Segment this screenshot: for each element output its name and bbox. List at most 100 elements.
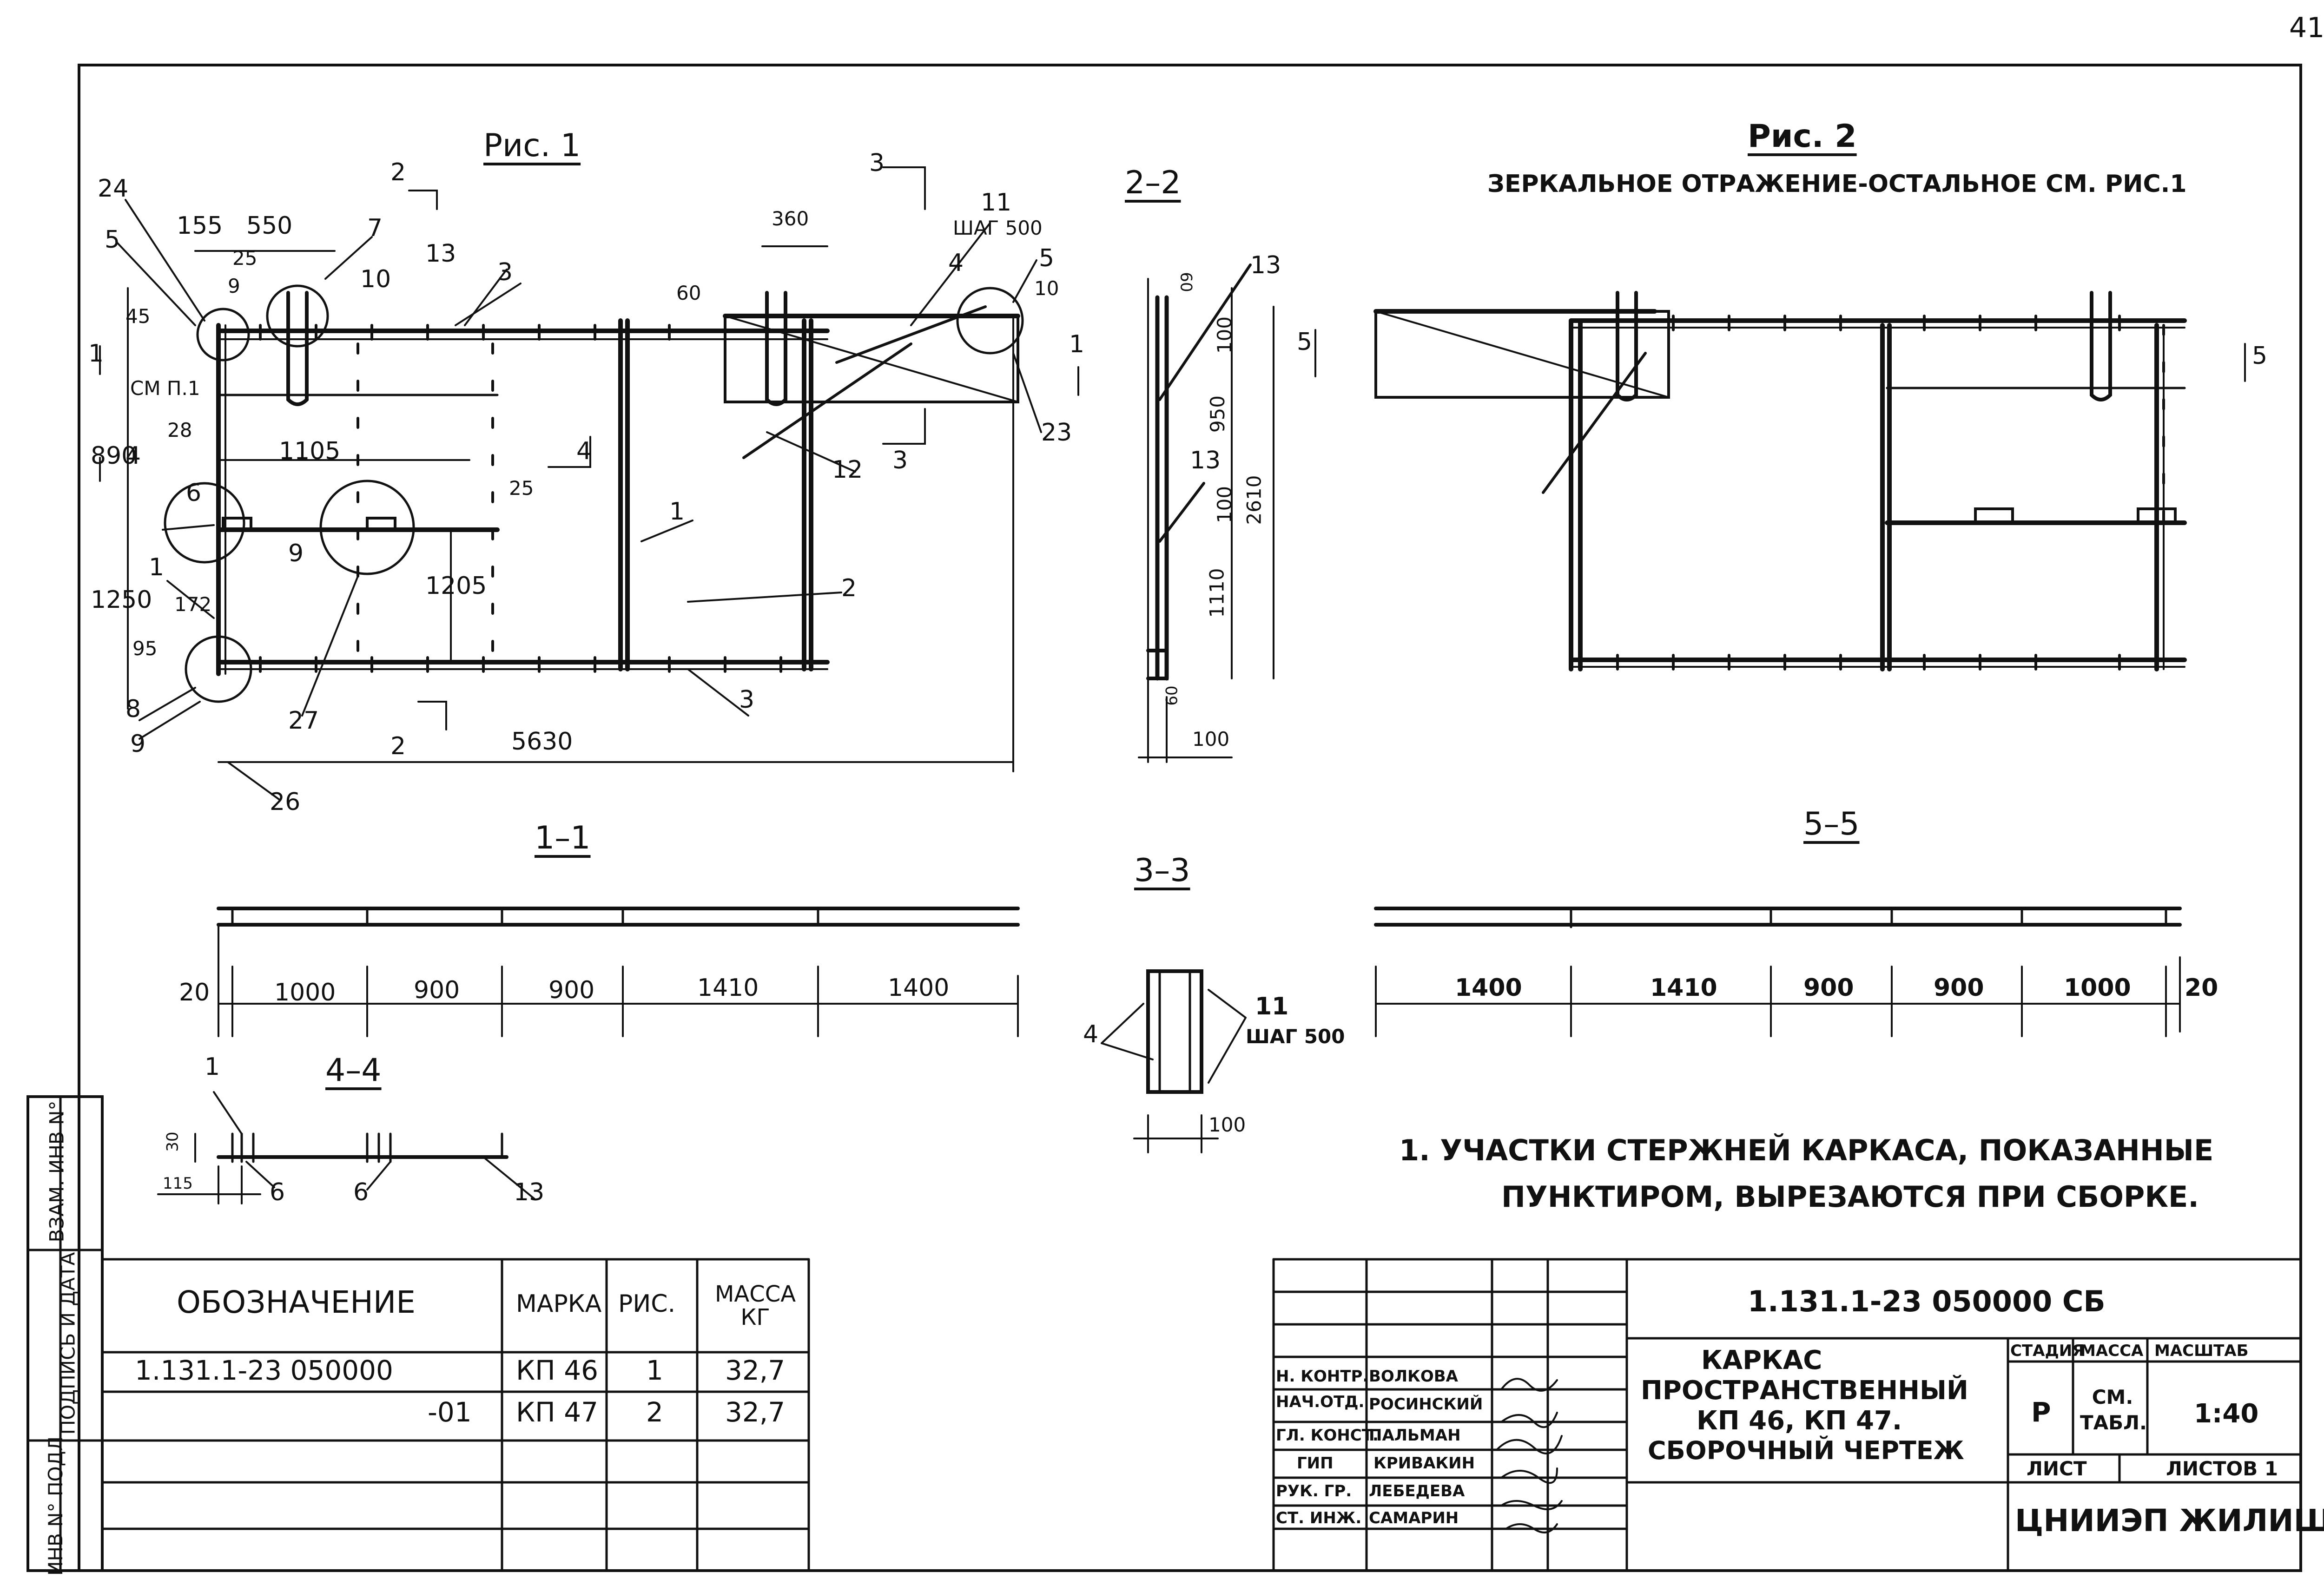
dim-label: 95 bbox=[132, 637, 158, 660]
scale-label: МАСШТАБ bbox=[2154, 1342, 2249, 1360]
dim-label: 1400 bbox=[888, 974, 950, 1002]
section-mark: 2 bbox=[390, 732, 406, 760]
section-mark: 1 bbox=[1069, 330, 1085, 358]
stage-label: СТАДИЯ bbox=[2010, 1342, 2085, 1360]
dim-label: 1000 bbox=[2064, 974, 2131, 1002]
callout: 13 bbox=[1250, 251, 1281, 279]
side-stamp-vzam: ВЗАМ. ИНВ N° bbox=[45, 1100, 68, 1243]
page-number: 41 bbox=[2289, 12, 2324, 44]
sec33-drawing bbox=[1101, 969, 1247, 1153]
dim-label: 1410 bbox=[697, 974, 759, 1002]
dim-label: 100 bbox=[1213, 316, 1236, 354]
callout: 6 bbox=[270, 1178, 285, 1206]
doc-title-line: ПРОСТРАНСТВЕННЫЙ bbox=[1641, 1375, 1968, 1406]
spec-cell: -01 bbox=[428, 1396, 472, 1428]
section-mark: 5 bbox=[1297, 328, 1313, 356]
dim-label: 550 bbox=[246, 212, 293, 240]
callout: 1 bbox=[149, 553, 165, 581]
callout: 7 bbox=[367, 214, 383, 242]
person-name: РОСИНСКИЙ bbox=[1369, 1395, 1483, 1414]
dim-label: 1400 bbox=[1455, 974, 1522, 1002]
dim-label: 890 bbox=[91, 442, 137, 470]
dim-label: 1105 bbox=[279, 437, 341, 465]
spec-cell: КП 46 bbox=[516, 1355, 599, 1386]
section-mark: 3 bbox=[892, 447, 908, 474]
section-mark: 3 bbox=[869, 149, 885, 177]
dim-label: 2610 bbox=[1242, 475, 1266, 525]
dim-label: 1410 bbox=[1650, 974, 1717, 1002]
dim-label: 60 bbox=[1162, 685, 1182, 706]
mass-value: СМ. ТАБЛ. bbox=[2080, 1386, 2147, 1434]
fig1-frame-drawing bbox=[216, 291, 1020, 676]
callout: 13 bbox=[425, 240, 456, 268]
step-label: ШАГ 500 bbox=[1246, 1025, 1345, 1048]
callout: 28 bbox=[167, 419, 192, 441]
dim-label: 100 bbox=[1213, 486, 1236, 524]
callout: 4 bbox=[1083, 1020, 1099, 1048]
callout: 5 bbox=[105, 226, 120, 254]
dim-label: СМ П.1 bbox=[130, 377, 200, 400]
person-name: ЛЕБЕДЕВА bbox=[1369, 1482, 1465, 1500]
section-mark: 5 bbox=[2252, 342, 2268, 370]
spec-cell: КП 47 bbox=[516, 1396, 599, 1428]
doc-title-line: КАРКАС bbox=[1701, 1345, 1822, 1375]
dim-label: ШАГ 500 bbox=[953, 217, 1043, 239]
callout: 1 bbox=[669, 498, 685, 526]
side-stamp-strip bbox=[26, 1095, 104, 1572]
scale-value: 1:40 bbox=[2194, 1399, 2259, 1429]
sheets-label: ЛИСТОВ 1 bbox=[2166, 1457, 2278, 1480]
person-name: ПАЛЬМАН bbox=[1369, 1426, 1461, 1445]
dim-label: 900 bbox=[1803, 974, 1854, 1002]
spec-header-mass: МАССА КГ bbox=[714, 1281, 796, 1331]
doc-title-line: КП 46, КП 47. bbox=[1697, 1406, 1902, 1436]
dim-label: 172 bbox=[174, 593, 212, 616]
stage-value: Р bbox=[2031, 1396, 2051, 1428]
sec44-drawing bbox=[157, 1091, 535, 1204]
section-mark: 1 bbox=[88, 340, 104, 368]
callout: 26 bbox=[270, 788, 301, 816]
callout: 3 bbox=[497, 258, 513, 286]
callout: 25 bbox=[232, 247, 257, 270]
title-block-grid bbox=[1272, 1258, 2302, 1572]
section-mark: 2 bbox=[390, 158, 406, 186]
dim-label: 100 bbox=[1208, 1113, 1246, 1136]
callout: 4 bbox=[948, 249, 964, 277]
dim-label: 900 bbox=[414, 976, 460, 1004]
dim-label: 20 bbox=[2185, 974, 2218, 1002]
callout: 1 bbox=[205, 1053, 220, 1081]
callout: 6 bbox=[186, 479, 202, 507]
callout: 2 bbox=[841, 574, 857, 602]
fig2-title: Рис. 2 bbox=[1748, 118, 1857, 155]
callout: 9 bbox=[228, 275, 240, 297]
role: ГЛ. КОНСТ. bbox=[1276, 1426, 1379, 1445]
dim-label: 100 bbox=[1192, 728, 1230, 750]
dim-label: 1000 bbox=[274, 979, 336, 1007]
spec-cell: 32,7 bbox=[725, 1355, 786, 1386]
spec-header-fig: РИС. bbox=[618, 1290, 676, 1318]
sec11-drawing bbox=[217, 907, 1020, 1037]
sec55-drawing bbox=[1374, 907, 2182, 1037]
callout: 10 bbox=[360, 265, 391, 293]
role: Н. КОНТР. bbox=[1276, 1367, 1369, 1386]
note-line-2: ПУНКТИРОМ, ВЫРЕЗАЮТСЯ ПРИ СБОРКЕ. bbox=[1501, 1180, 2199, 1214]
role: СТ. ИНЖ. bbox=[1276, 1509, 1362, 1527]
callout: 5 bbox=[1039, 244, 1055, 272]
dim-label: 60 bbox=[676, 282, 701, 304]
sheet-frame bbox=[78, 64, 2302, 1572]
person-name: ВОЛКОВА bbox=[1369, 1367, 1458, 1386]
side-stamp-signature: ПОДПИСЬ И ДАТА bbox=[56, 1252, 79, 1435]
dim-label: 900 bbox=[548, 976, 595, 1004]
org-name: ЦНИИЭП ЖИЛИЩА bbox=[2015, 1503, 2324, 1539]
sec44-title: 4–4 bbox=[325, 1052, 382, 1089]
sec55-title: 5–5 bbox=[1803, 806, 1860, 842]
callout: 23 bbox=[1041, 419, 1072, 447]
callout: 9 bbox=[288, 539, 304, 567]
person-name: САМАРИН bbox=[1369, 1509, 1459, 1527]
spec-cell: 1.131.1-23 050000 bbox=[135, 1355, 393, 1386]
sec22-drawing bbox=[1138, 263, 1274, 763]
dim-label: 45 bbox=[125, 305, 151, 328]
note-line-1: 1. УЧАСТКИ СТЕРЖНЕЙ КАРКАСА, ПОКАЗАННЫЕ bbox=[1399, 1133, 2214, 1167]
callout: 12 bbox=[832, 456, 863, 484]
role: РУК. ГР. bbox=[1276, 1482, 1352, 1500]
doc-code: 1.131.1-23 050000 СБ bbox=[1748, 1284, 2106, 1318]
